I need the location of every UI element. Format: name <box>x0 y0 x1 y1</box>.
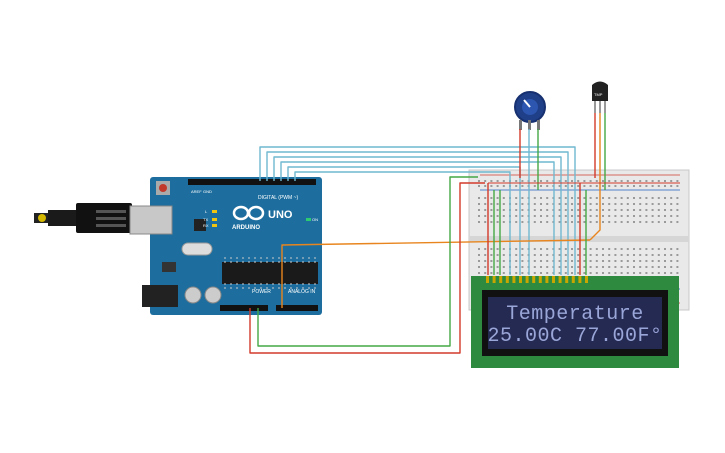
lcd-screen <box>488 297 662 349</box>
crystal <box>181 242 213 256</box>
analog-label: ANALOG IN <box>288 289 316 295</box>
arduino-brand-text: ARDUINO <box>232 225 260 231</box>
on-led <box>306 218 311 221</box>
temperature-sensor-label: TMP <box>594 92 603 97</box>
wire-d5-cyan[interactable] <box>273 156 562 275</box>
tx-led-label: TX <box>203 217 208 222</box>
atmega-chip <box>222 262 318 284</box>
tx-led <box>212 218 217 221</box>
gnd-label: GND <box>203 189 212 194</box>
usb-cable-body <box>48 210 76 226</box>
wire-d3-cyan[interactable] <box>287 166 521 275</box>
usb-cable-end <box>38 214 46 222</box>
l-led-label: L <box>205 209 208 214</box>
on-led-label: ON <box>312 217 318 222</box>
aref-label: AREF <box>191 189 202 194</box>
regulator <box>162 262 176 272</box>
lcd-display[interactable]: Temperature 25.00C 77.00F° <box>471 276 679 368</box>
rx-led-label: RX <box>203 223 209 228</box>
power-header[interactable] <box>220 305 268 311</box>
reset-button-cap[interactable] <box>159 184 167 192</box>
wire-d2-cyan[interactable] <box>294 171 511 275</box>
rx-led <box>212 224 217 227</box>
arduino-model-text: UNO <box>268 209 293 221</box>
usb-port <box>129 205 173 235</box>
lcd-pin-header <box>486 276 588 283</box>
arduino-logo: ARDUINO UNO <box>232 205 293 231</box>
potentiometer[interactable] <box>514 91 546 130</box>
wire-d4-cyan[interactable] <box>280 161 555 275</box>
capacitor-left <box>184 286 202 304</box>
wire-tmp-out[interactable] <box>589 113 601 241</box>
temperature-sensor-body <box>592 81 608 101</box>
capacitor-right <box>204 286 222 304</box>
wire-d7-cyan[interactable] <box>259 146 576 275</box>
wire-gnd-green[interactable] <box>257 176 478 347</box>
digital-label: DIGITAL (PWM ~) <box>258 195 298 201</box>
power-label: POWER <box>252 289 271 295</box>
wire-d6-cyan[interactable] <box>266 151 569 275</box>
lcd-line-2: 25.00C 77.00F° <box>487 325 662 348</box>
temperature-sensor[interactable]: TMP <box>592 81 608 114</box>
potentiometer-indicator <box>523 99 531 108</box>
arduino-board[interactable]: ARDUINO UNO DIGITAL (PWM ~) AREF GND L T… <box>129 177 322 315</box>
power-jack <box>142 285 178 307</box>
digital-header[interactable] <box>188 179 316 185</box>
wires <box>249 113 680 354</box>
lcd-line-1: Temperature <box>506 303 644 326</box>
wire-5v-red[interactable] <box>249 182 485 354</box>
usb-chip <box>194 219 206 231</box>
analog-header[interactable] <box>276 305 318 311</box>
usb-cable <box>34 203 132 233</box>
breadboard-center-channel <box>469 236 689 242</box>
l-led <box>212 210 217 213</box>
